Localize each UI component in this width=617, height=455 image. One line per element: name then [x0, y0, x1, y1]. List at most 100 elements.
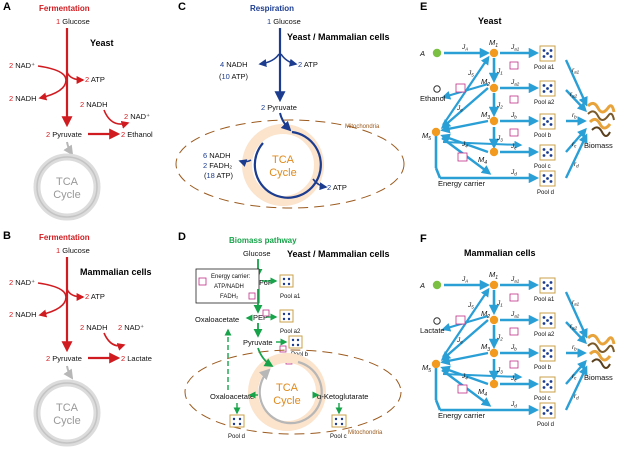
nad-in-label: 2 NAD⁺: [9, 61, 35, 70]
panel-letter: D: [178, 231, 186, 243]
pool-box: [539, 170, 556, 187]
j1-label: J1: [496, 68, 503, 76]
ja1-label: Ja1: [510, 276, 520, 284]
j4-label: J4: [461, 373, 468, 381]
pool-d-box: [229, 414, 245, 428]
nad-curve: [37, 282, 67, 318]
ja-label: JA: [461, 276, 468, 284]
pool-c-label: Pool c: [330, 434, 347, 440]
pool-label: Pool a2: [534, 332, 555, 338]
j3-label: J3: [496, 135, 503, 143]
pyruvate-label: 2 Pyruvate: [46, 354, 82, 363]
organism-label: Mammalian cells: [80, 267, 152, 277]
pool-label: Pool b: [534, 133, 552, 139]
organism-label: Yeast: [478, 16, 502, 26]
pyruvate-label: 2 Pyruvate: [46, 130, 82, 139]
nadh-out-label: 2 NADH: [9, 94, 37, 103]
pool-box: [539, 113, 556, 130]
node-m3: [489, 116, 499, 126]
nadh-in-label: 2 NADH: [80, 100, 108, 109]
ra1-label: ra1: [572, 299, 580, 307]
panel-f: F Mammalian cells: [419, 233, 616, 428]
nad-in-label: 2 NAD⁺: [9, 278, 35, 287]
node-m4: [489, 147, 499, 157]
jb-label: Jb: [510, 344, 517, 352]
j1-label: J1: [496, 300, 503, 308]
node-m5: [431, 127, 441, 137]
pool-box: [539, 277, 556, 294]
pool-label: Pool c: [534, 164, 551, 170]
ja1-label: Ja1: [510, 44, 520, 52]
m4-label: M4: [478, 387, 487, 398]
panel-letter: B: [3, 230, 11, 242]
panel-title: Fermentation: [39, 4, 90, 13]
pool-box: [539, 376, 556, 393]
rc-label: rc: [572, 373, 577, 381]
oxaloacetate-2-label: Oxaloacetate: [210, 392, 254, 401]
energy-line-2: FADH₂: [220, 294, 239, 300]
nad-out-label: 2 NAD⁺: [118, 323, 144, 332]
pool-label: Pool a2: [534, 100, 555, 106]
organism-label: Yeast / Mammalian cells: [287, 249, 390, 259]
pool-a1-label: Pool a1: [280, 294, 301, 300]
fadh2-label: 2 FADH₂: [203, 161, 232, 170]
glucose-label: 1 Glucose: [267, 17, 301, 26]
panel-letter: E: [420, 1, 427, 13]
node-byproduct: [433, 317, 441, 325]
panel-b: B Fermentation Mammalian cells 1 Glucose…: [3, 230, 152, 447]
j2-label: J2: [496, 102, 503, 110]
m5-label: M5: [422, 363, 431, 374]
a-label: A: [419, 49, 425, 58]
m2-label: M2: [481, 77, 490, 88]
atp-eq-label: (18 ATP): [204, 171, 234, 180]
atp-branch: [280, 53, 298, 67]
pool-label: Pool a1: [534, 65, 555, 71]
redox-curve: [103, 332, 126, 351]
ra1-label: ra1: [572, 67, 580, 75]
pool-b-box: [288, 335, 303, 349]
pool-label: Pool a1: [534, 297, 555, 303]
pool-box: [539, 345, 556, 362]
biomass-icon: [586, 333, 616, 369]
panel-c: C Respiration Yeast / Mammalian cells 1 …: [175, 1, 405, 209]
m1-label: M1: [489, 38, 498, 49]
akg-label: α-Ketoglutarate: [317, 392, 368, 401]
mito-label: Mitochondria: [345, 124, 380, 130]
tca-label-2: Cycle: [269, 167, 297, 179]
nad-out-label: 2 NAD⁺: [124, 112, 150, 121]
jd-label: Jd: [510, 169, 517, 177]
node-m4: [489, 379, 499, 389]
tca-label-1: TCA: [276, 382, 299, 394]
panel-letter: C: [178, 1, 186, 13]
pep-label: PEP: [253, 313, 268, 322]
product-label: 2 Lactate: [121, 354, 152, 363]
pool-a1-box: [279, 274, 294, 288]
nadh2-branch: [238, 159, 252, 167]
nadh-label: 4 NADH: [220, 60, 248, 69]
nadh2-label: 6 NADH: [203, 151, 231, 160]
pool-d-label: Pool d: [228, 434, 245, 440]
glucose-label: 1 Glucose: [56, 246, 90, 255]
pyruvate-label: 2 Pyruvate: [261, 103, 297, 112]
node-m3: [489, 348, 499, 358]
jb-label: Jb: [510, 112, 517, 120]
biomass-label: Biomass: [584, 141, 613, 150]
to-tca-arrow: [257, 347, 274, 367]
nadh-branch: [258, 53, 280, 68]
atp-label: 2 ATP: [85, 292, 105, 301]
panel-title: Biomass pathway: [229, 236, 297, 245]
atp-label: 2 ATP: [85, 75, 105, 84]
node-m1: [489, 48, 499, 58]
product-label: 2 Ethanol: [121, 130, 153, 139]
node-byproduct: [433, 85, 441, 93]
j5-label: J5: [467, 302, 474, 310]
ja2-label: Ja2: [510, 79, 520, 87]
panel-letter: F: [420, 233, 427, 245]
nadh-in-label: 2 NADH: [80, 323, 108, 332]
pool-b-label: Pool b: [291, 352, 309, 358]
node-a: [432, 280, 442, 290]
a-label: A: [419, 281, 425, 290]
mito-label: Mitochondria: [348, 430, 383, 436]
glucose-label: 1 Glucose: [56, 17, 90, 26]
